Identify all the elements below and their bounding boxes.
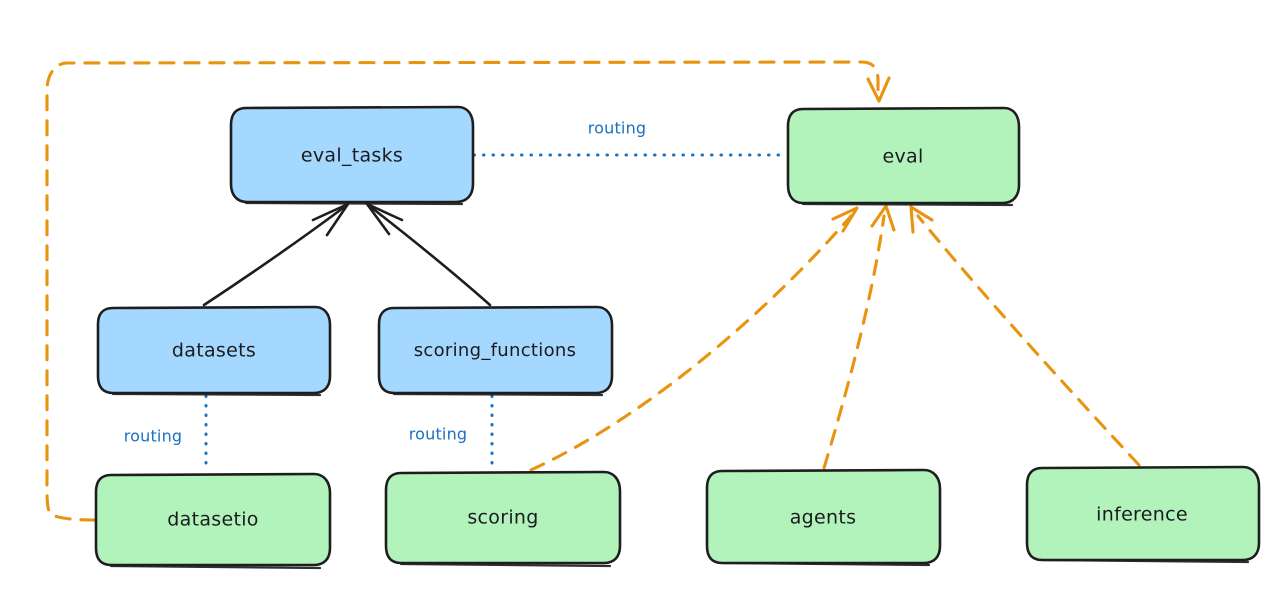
edge-datasetio-eval [45,60,891,522]
node-scoring[interactable]: scoring [384,470,622,568]
node-label-datasets: datasets [172,340,256,362]
edge-label-routing-middle: routing [409,425,468,444]
node-label-eval-tasks: eval_tasks [301,145,403,167]
edge-scoring-eval [529,206,859,472]
node-scoring-functions[interactable]: scoring_functions [377,305,614,397]
node-label-agents: agents [790,507,857,529]
edge-scoring_functions-eval_tasks [365,202,492,307]
node-eval-tasks[interactable]: eval_tasks [229,105,475,206]
node-label-scoring: scoring [467,507,538,529]
node-label-scoring-functions: scoring_functions [414,340,577,361]
node-agents[interactable]: agents [705,468,942,567]
node-eval[interactable]: eval [786,106,1021,207]
node-label-datasetio: datasetio [167,509,258,531]
node-datasetio[interactable]: datasetio [94,472,332,570]
node-label-inference: inference [1096,504,1188,526]
edge-agents-eval [822,204,896,470]
edge-label-routing-left: routing [124,427,183,446]
node-datasets[interactable]: datasets [96,305,332,397]
node-label-eval: eval [882,146,923,168]
edge-label-routing-top: routing [588,119,647,138]
edge-datasets-eval_tasks [202,202,350,307]
edge-inference-eval [909,205,1141,467]
node-inference[interactable]: inference [1025,465,1261,564]
